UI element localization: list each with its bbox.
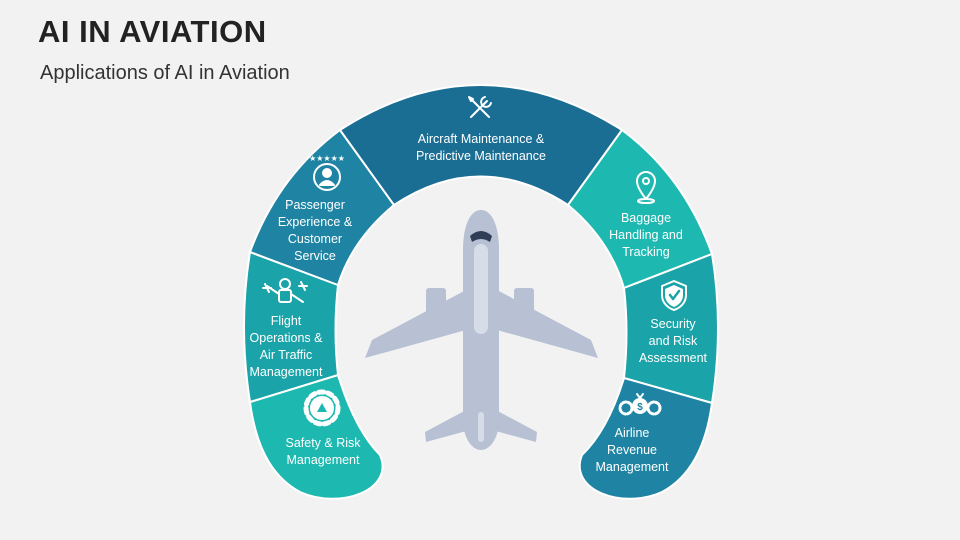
airplane-right-tail bbox=[492, 408, 537, 442]
airplane-left-wing bbox=[365, 290, 466, 358]
page-subtitle: Applications of AI in Aviation bbox=[40, 62, 290, 84]
airplane-right-engine bbox=[514, 288, 534, 314]
money-gears-icon: $ bbox=[618, 393, 662, 416]
label-line: Experience & bbox=[278, 215, 353, 229]
air-traffic-controller-icon bbox=[262, 278, 308, 303]
airplane-cockpit bbox=[470, 231, 492, 242]
label-maintenance: Aircraft Maintenance & Predictive Mainten… bbox=[416, 132, 546, 163]
label-line: Aircraft Maintenance & bbox=[418, 132, 545, 146]
label-line: Assessment bbox=[639, 351, 708, 365]
segment-revenue[interactable] bbox=[578, 376, 714, 500]
page-title: AI IN AVIATION bbox=[38, 14, 267, 49]
label-line: Passenger bbox=[285, 198, 345, 212]
label-line: Predictive Maintenance bbox=[416, 149, 546, 163]
label-line: Operations & bbox=[250, 331, 324, 345]
label-line: Security bbox=[650, 317, 696, 331]
label-line: Management bbox=[287, 453, 360, 467]
location-pin-icon bbox=[636, 171, 656, 204]
label-line: Safety & Risk bbox=[285, 436, 361, 450]
icons: ★★★★★ bbox=[262, 96, 687, 427]
label-line: Baggage bbox=[621, 211, 671, 225]
svg-text:★★★★★: ★★★★★ bbox=[309, 154, 345, 163]
gear-alert-icon bbox=[303, 389, 341, 427]
segment-safety[interactable] bbox=[248, 373, 384, 500]
airplane-tail-fin bbox=[478, 412, 484, 442]
segment-passenger[interactable] bbox=[248, 128, 396, 287]
label-line: Revenue bbox=[607, 443, 657, 457]
label-line: Air Traffic bbox=[260, 348, 313, 362]
airplane-left-tail bbox=[425, 408, 470, 442]
customer-rating-icon: ★★★★★ bbox=[309, 154, 345, 191]
label-line: Airline bbox=[615, 426, 650, 440]
label-line: Management bbox=[596, 460, 669, 474]
label-line: and Risk bbox=[649, 334, 698, 348]
airplane-left-engine bbox=[426, 288, 446, 314]
airplane-right-wing bbox=[497, 290, 598, 358]
wrench-screwdriver-icon bbox=[468, 96, 492, 118]
airplane-illustration bbox=[365, 210, 598, 450]
svg-text:$: $ bbox=[637, 402, 643, 413]
label-line: Tracking bbox=[622, 245, 670, 259]
label-line: Service bbox=[294, 249, 336, 263]
label-line: Customer bbox=[288, 232, 342, 246]
label-line: Flight bbox=[271, 314, 302, 328]
label-line: Management bbox=[250, 365, 323, 379]
arc-segments bbox=[243, 84, 719, 500]
shield-check-icon bbox=[661, 280, 687, 311]
airplane-window-strip bbox=[474, 244, 488, 334]
label-line: Handling and bbox=[609, 228, 683, 242]
